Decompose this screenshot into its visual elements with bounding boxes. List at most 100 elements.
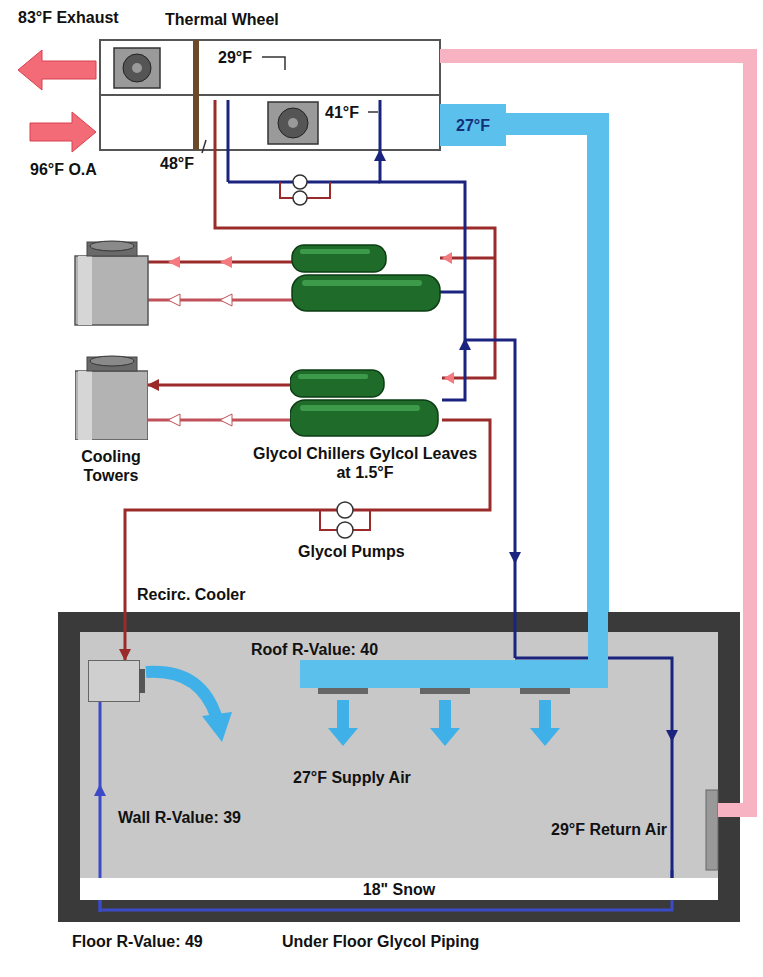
flow-arrow [666, 730, 678, 742]
flow-arrow [509, 552, 521, 564]
pump-symbol [337, 502, 353, 518]
freezer-building [420, 688, 470, 694]
freezer-building [514, 612, 517, 658]
freezer-building [58, 612, 740, 922]
air-handler [100, 94, 440, 96]
air-handler [114, 48, 160, 88]
freezer-building [80, 632, 718, 900]
snow-layer: 18" Snow [80, 878, 718, 900]
air-handler [268, 102, 318, 144]
node-text: Thermal Wheel [165, 10, 279, 29]
pipe-connector [506, 124, 598, 612]
chiller-barrel [292, 245, 386, 272]
tower-fan [87, 242, 137, 256]
glycol-chiller: Glycol Chillers Gylcol Leaves at 1.5°F [290, 366, 442, 438]
flow-arrow [220, 256, 232, 268]
chiller-highlight [300, 405, 420, 411]
air-handler [202, 140, 206, 153]
glycol-chiller [292, 245, 440, 311]
cooler-fan-face [139, 669, 145, 693]
air-handler [100, 40, 440, 182]
glycol-chiller-shape [290, 366, 442, 438]
air-handler [193, 40, 199, 150]
outside-air-arrow [30, 112, 96, 152]
air-handler [123, 54, 151, 82]
pipe-connector [125, 420, 490, 660]
node-text: 48°F [160, 154, 194, 173]
tower-body [75, 371, 148, 440]
chiller-barrel [292, 275, 440, 311]
flow-arrow [168, 414, 180, 426]
air-handler [132, 63, 142, 73]
flow-arrow [168, 294, 180, 306]
flow-arrow [220, 414, 232, 426]
cooling-tower-shape [75, 355, 148, 440]
chiller-barrel [290, 400, 438, 436]
annotation-label: Glycol Pumps [298, 542, 405, 561]
pump-symbol [293, 175, 370, 538]
air-handler [368, 111, 378, 113]
tower-fan [87, 357, 137, 371]
node-text: 27°F Supply Air [290, 768, 414, 787]
freezer-building [430, 700, 460, 746]
flow-arrow [459, 338, 471, 350]
freezer-building [530, 700, 560, 746]
freezer-building [300, 660, 608, 688]
recirc-cooler: Recirc. Cooler [88, 660, 140, 702]
node-text: 29°F [218, 48, 252, 67]
freezer-room: Roof R-Value: 40 Wall R-Value: 39 27°F Sup… [58, 612, 740, 922]
freezer-building [58, 612, 740, 922]
node-text: Cooling Towers [61, 447, 161, 485]
pipe-connector [380, 150, 465, 400]
freezer-building [515, 658, 672, 878]
return-duct-outlet [718, 803, 742, 817]
tower-body [75, 256, 148, 325]
chiller-highlight [298, 374, 368, 379]
tower-fan [90, 356, 134, 366]
outside-air-arrow [30, 112, 96, 152]
flow-arrow [168, 256, 180, 268]
annotation-label: 83°F Exhaust [18, 8, 119, 27]
node-text: 18" Snow [363, 880, 436, 899]
tower-fan [90, 241, 134, 251]
freezer-building [318, 688, 368, 694]
tower-body [78, 256, 92, 325]
air-handler-unit: Thermal Wheel29°F41°F48°F [100, 40, 440, 150]
air-handler [379, 100, 382, 150]
flow-arrow [442, 252, 452, 264]
air-handler [262, 57, 285, 70]
node-text: 41°F [325, 103, 359, 122]
pipe-connector [440, 56, 750, 810]
pump-symbol [337, 522, 353, 538]
flow-arrow [444, 372, 454, 384]
freezer-building [706, 790, 718, 870]
exhaust-arrow [18, 50, 96, 90]
freezer-building [146, 672, 216, 716]
chiller-barrel [290, 370, 384, 397]
node-text: Wall R-Value: 39 [115, 808, 244, 827]
freezer-building [202, 712, 232, 742]
glycol-coil-loop [440, 291, 465, 294]
air-handler [227, 100, 230, 182]
flow-arrow [220, 294, 232, 306]
pump-symbol [293, 175, 307, 189]
supply-duct: 27°F [440, 104, 506, 146]
air-handler [278, 108, 308, 138]
node-text: Under Floor Glycol Piping [282, 932, 479, 951]
node-text: Roof R-Value: 40 [248, 640, 381, 659]
air-handler [288, 118, 298, 128]
pipe-connector [148, 384, 290, 387]
tower-body [78, 371, 92, 440]
cooling-tower: Cooling Towers [75, 355, 148, 440]
flow-arrow [94, 252, 678, 796]
freezer-building [328, 700, 358, 746]
condenser-pipes [148, 262, 292, 420]
chiller-highlight [302, 280, 422, 286]
node-text: Floor R-Value: 49 [72, 932, 203, 951]
flow-arrow [94, 784, 106, 796]
return-duct-outlet [718, 803, 742, 817]
annotation-label: 96°F O.A [30, 160, 97, 179]
node-text: 27°F [456, 116, 490, 135]
pump-symbol [293, 191, 307, 205]
air-handler [100, 40, 440, 150]
